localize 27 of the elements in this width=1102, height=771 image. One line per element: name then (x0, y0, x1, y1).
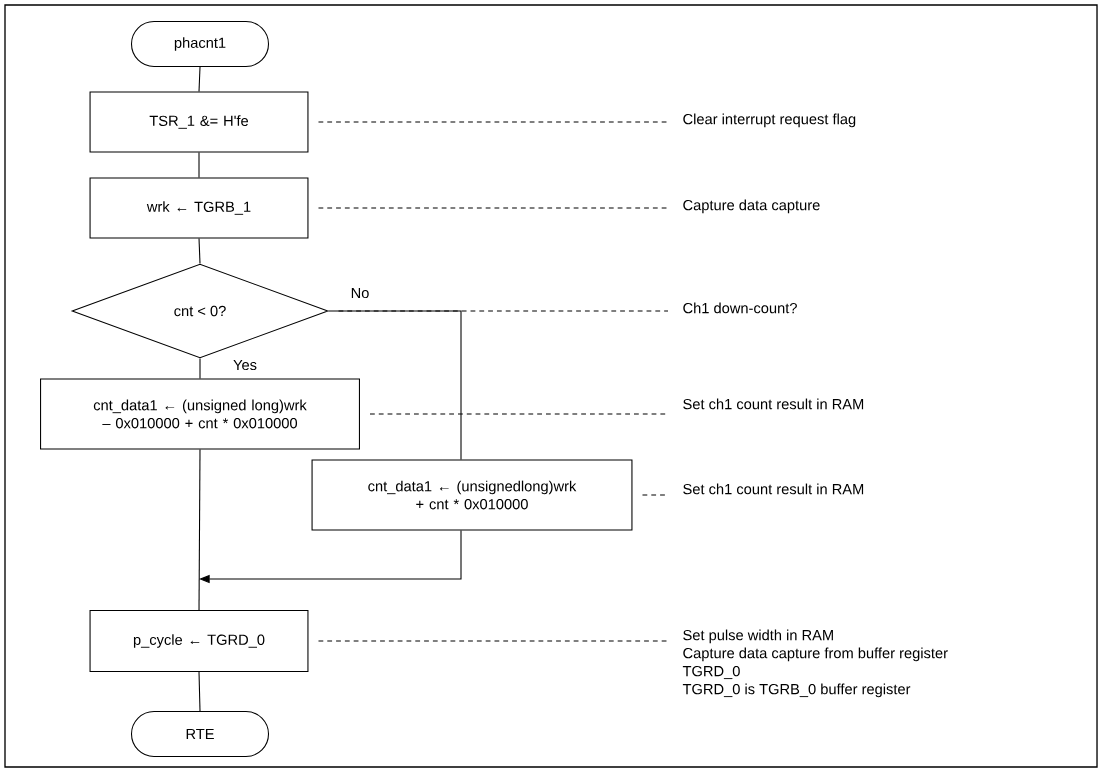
leader-line (317, 640, 669, 642)
connector-line (198, 671, 201, 712)
leader-line (317, 121, 669, 123)
connector-line (198, 152, 200, 178)
leader-line (317, 207, 669, 209)
connector-line (198, 66, 201, 92)
terminal-box: phacnt1 (130, 20, 270, 68)
connector-line (328, 310, 462, 460)
annotation-text: Clear interrupt request flag (683, 113, 856, 128)
connector-line (198, 449, 201, 611)
process-box: wrk ← TGRB_1 (89, 177, 309, 239)
process-box: TSR_1 &= H'fe (89, 91, 309, 153)
terminal-box: RTE (130, 710, 270, 758)
leader-line (338, 310, 669, 312)
edge-label: No (349, 286, 371, 300)
connector-line (198, 238, 201, 264)
annotation-text: Capture data capture (683, 199, 820, 214)
annotation-text: Ch1 down-count? (683, 302, 797, 314)
annotation-text: Set ch1 count result in RAM (683, 483, 864, 495)
annotation-text: Set ch1 count result in RAM (683, 398, 864, 410)
leader-line (369, 413, 669, 415)
annotation-text: Set pulse width in RAM Capture data capture from buffer register TGRD_0 TGRD_0 is TGRB_0 buffer register (682, 629, 948, 698)
process-box: cnt_data1 ← (unsignedlong)wrk + cnt * 0x010000 (311, 459, 633, 531)
connector-line (199, 358, 201, 379)
edge-label: Yes (231, 358, 259, 372)
process-box: cnt_data1 ← (unsigned long)wrk – 0x010000 + cnt * 0x010000 (40, 378, 360, 450)
process-box: p_cycle ← TGRD_0 (89, 609, 309, 673)
